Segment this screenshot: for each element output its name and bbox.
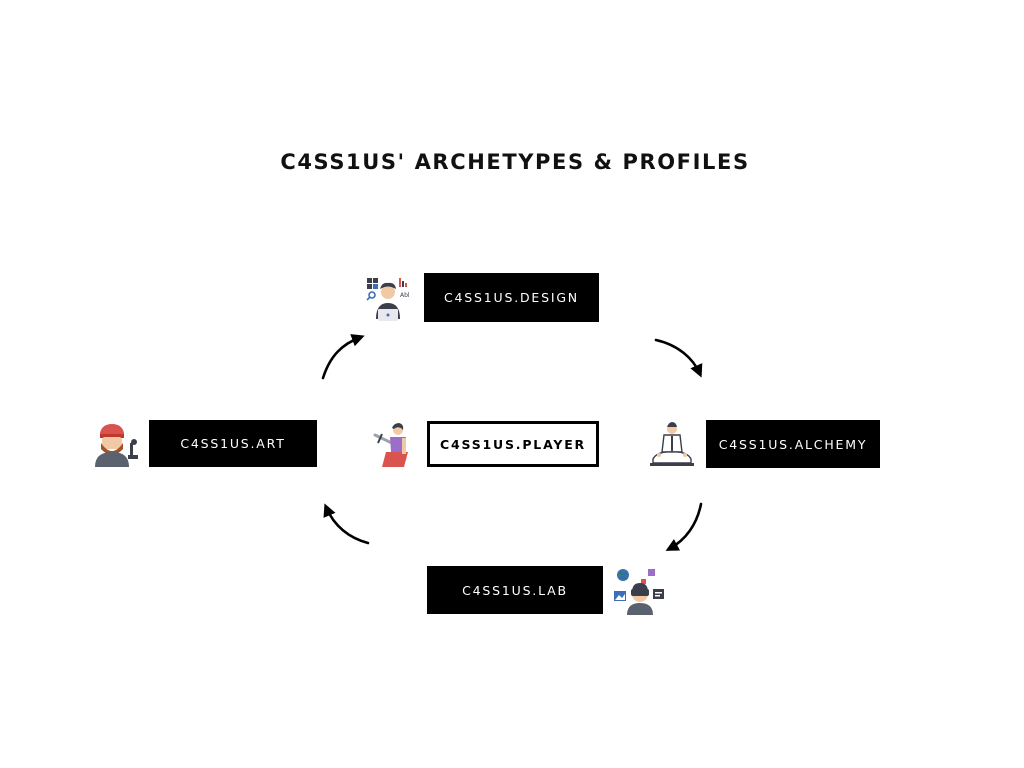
node-alchemy: C4SS1US.ALCHEMY [706, 420, 880, 468]
node-art-label: C4SS1US.ART [180, 436, 286, 451]
artist-icon [93, 419, 143, 467]
arrow-design-to-alchemy [654, 338, 703, 378]
page-title: C4SS1US' ARCHETYPES & PROFILES [280, 150, 750, 174]
node-player-label: C4SS1US.PLAYER [440, 436, 586, 452]
node-lab-label: C4SS1US.LAB [462, 582, 568, 598]
swordsman-icon [372, 421, 416, 467]
node-art: C4SS1US.ART [149, 420, 317, 467]
node-design-label: C4SS1US.DESIGN [444, 290, 579, 305]
meditation-icon [649, 421, 695, 467]
arrow-alchemy-to-lab [665, 502, 703, 551]
arrow-art-to-design [321, 334, 365, 380]
arrow-lab-to-art [323, 503, 370, 545]
node-design: C4SS1US.DESIGN [424, 273, 599, 322]
node-alchemy-label: C4SS1US.ALCHEMY [718, 436, 868, 452]
node-player: C4SS1US.PLAYER [427, 421, 599, 467]
designer-icon: Abl [364, 275, 412, 323]
svg-text:Abl: Abl [400, 292, 410, 299]
node-lab: C4SS1US.LAB [427, 566, 603, 614]
vr-headset-icon [613, 567, 667, 615]
